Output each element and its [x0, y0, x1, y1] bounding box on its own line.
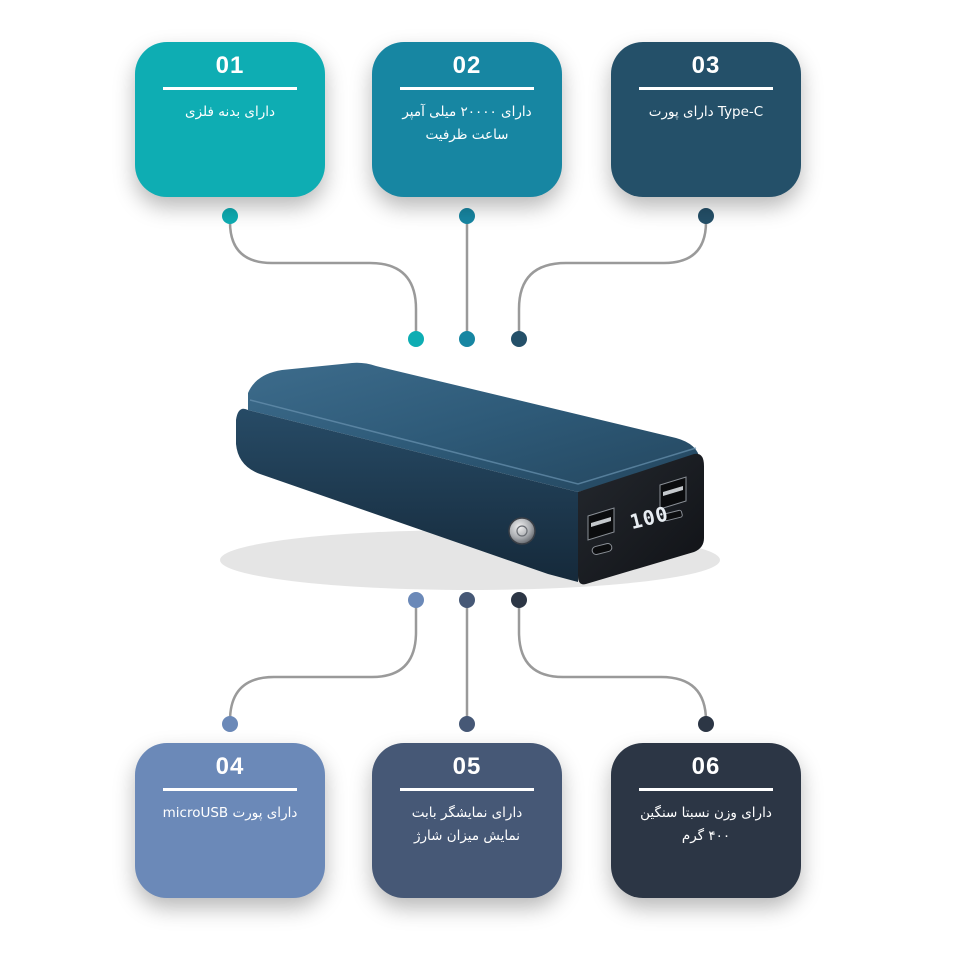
connector-dot-01-top [222, 208, 238, 224]
connector-dot-05-bottom [459, 716, 475, 732]
connector-line-03 [517, 214, 708, 341]
usb-a-port-icon [587, 507, 615, 541]
feature-number: 06 [691, 753, 721, 780]
feature-card-01: 01 دارای بدنه فلزی [135, 42, 325, 197]
feature-number: 02 [452, 52, 482, 79]
feature-number: 05 [452, 753, 482, 780]
feature-text: دارای ۲۰۰۰۰ میلی آمپر ساعت ظرفیت [402, 104, 532, 143]
micro-usb-port-icon [663, 509, 683, 522]
feature-number: 03 [691, 52, 721, 79]
feature-card-02: 02 دارای ۲۰۰۰۰ میلی آمپر ساعت ظرفیت [372, 42, 562, 197]
feature-number: 01 [215, 52, 245, 79]
card-divider [400, 87, 534, 90]
card-divider [163, 87, 297, 90]
connector-dot-03-bottom [511, 331, 527, 347]
connector-line-06 [517, 598, 708, 726]
connector-dot-04-top [408, 592, 424, 608]
feature-card-06: 06 دارای وزن نسبتا سنگین ۴۰۰ گرم [611, 743, 801, 898]
feature-card-03: 03 Type-C دارای پورت [611, 42, 801, 197]
feature-text: دارای وزن نسبتا سنگین ۴۰۰ گرم [640, 805, 772, 844]
card-divider [400, 788, 534, 791]
feature-text: دارای پورت microUSB [162, 805, 298, 821]
feature-card-04: 04 دارای پورت microUSB [135, 743, 325, 898]
connector-dot-01-bottom [408, 331, 424, 347]
connector-dot-06-top [511, 592, 527, 608]
usb-a-port-icon [659, 476, 687, 510]
card-divider [163, 788, 297, 791]
usb-c-port-icon [591, 543, 613, 555]
connector-line-04 [228, 598, 418, 726]
feature-card-05: 05 دارای نمایشگر بابت نمایش میزان شارژ [372, 743, 562, 898]
connector-dot-06-bottom [698, 716, 714, 732]
connector-dot-03-top [698, 208, 714, 224]
feature-text: دارای نمایشگر بابت نمایش میزان شارژ [411, 805, 523, 844]
connector-line-01 [228, 214, 418, 341]
feature-text: دارای بدنه فلزی [185, 104, 275, 120]
power-button-icon [508, 517, 536, 545]
feature-number: 04 [215, 753, 245, 780]
connector-dot-02-bottom [459, 331, 475, 347]
card-divider [639, 788, 773, 791]
card-divider [639, 87, 773, 90]
connector-dot-02-top [459, 208, 475, 224]
connector-dot-04-bottom [222, 716, 238, 732]
connector-dot-05-top [459, 592, 475, 608]
feature-text: Type-C دارای پورت [648, 104, 764, 120]
